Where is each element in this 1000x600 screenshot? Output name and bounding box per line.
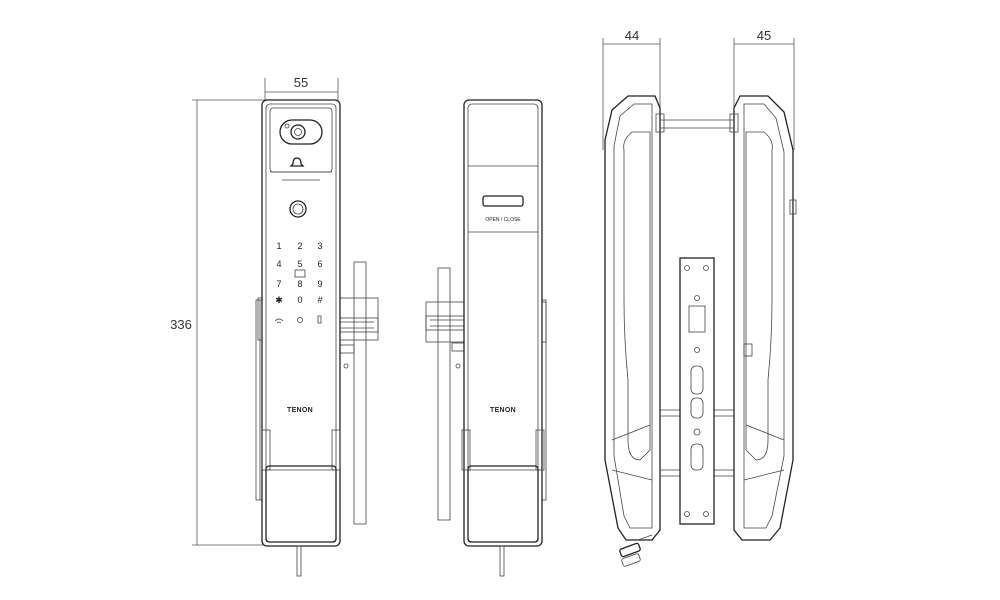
lock-status-icon [297,317,303,323]
battery-icon [317,315,322,324]
key-4: 4 [276,259,281,269]
key-hash: # [317,295,322,305]
front-view: 1 2 3 4 5 6 7 8 9 ✱ 0 # TENON [255,99,379,577]
key-7: 7 [276,279,281,289]
doorbell-icon [289,157,305,167]
height-label: 336 [170,317,192,332]
mortise-plate [679,257,715,525]
key-9: 9 [317,279,322,289]
side-back-panel [733,95,794,541]
key-6: 6 [317,259,322,269]
card-reader-icon [294,269,306,278]
height-dimension: 336 [170,99,265,546]
depth-front-dimension: 44 [602,28,661,150]
key-icon [619,534,653,567]
depth-back-label: 45 [757,28,771,43]
key-star: ✱ [275,295,283,305]
side-front-panel [604,95,661,541]
open-close-handle-icon [482,195,524,207]
key-1: 1 [276,241,281,251]
wifi-icon [274,318,284,324]
keypad: 1 2 3 4 5 6 7 8 9 ✱ 0 # [274,241,323,324]
front-brand-logo: TENON [287,407,313,414]
fingerprint-sensor-icon [289,200,307,218]
key-2: 2 [297,241,302,251]
key-5: 5 [297,259,302,269]
key-0: 0 [297,295,302,305]
back-brand-logo: TENON [490,407,516,414]
depth-front-label: 44 [625,28,639,43]
key-3: 3 [317,241,322,251]
side-view [604,95,797,567]
open-close-label: OPEN / CLOSE [485,217,521,223]
key-8: 8 [297,279,302,289]
width-dimension: 55 [264,75,339,100]
width-label: 55 [294,75,308,90]
depth-back-dimension: 45 [733,28,795,150]
back-view: OPEN / CLOSE TENON [425,99,547,577]
